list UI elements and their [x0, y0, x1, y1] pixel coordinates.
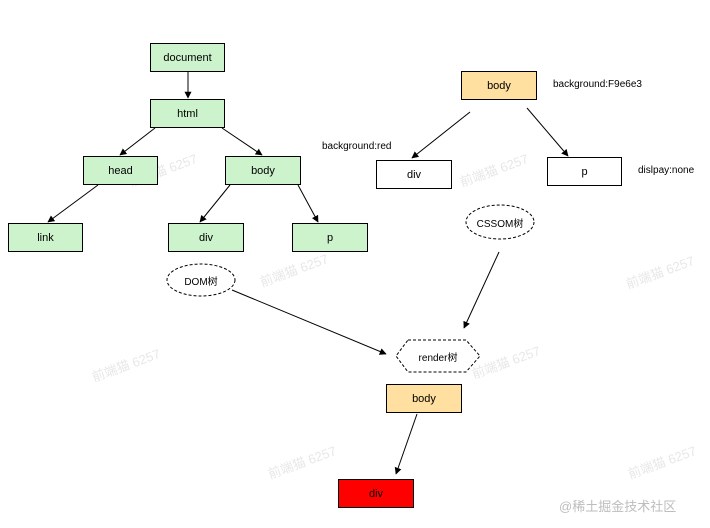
- cssom-div-style: background:red: [322, 141, 392, 152]
- cssom-node-body: body: [461, 71, 537, 100]
- dom-node-html: html: [150, 99, 225, 128]
- cssom-tree-label: CSSOM树: [476, 218, 524, 230]
- render-node-div: div: [338, 479, 414, 508]
- dom-tree-ellipse: [166, 263, 236, 297]
- cssom-node-p: p: [547, 157, 622, 186]
- edge-body-p: [297, 184, 319, 223]
- cssom-node-div: div: [376, 160, 452, 189]
- edge-cssom-body-div: [411, 111, 471, 159]
- render-tree-hexagon: [395, 339, 481, 373]
- edge-render-body-div: [394, 413, 418, 475]
- edge-cssom-body-p: [526, 107, 569, 157]
- edge-html-head: [119, 127, 156, 156]
- cssom-p-style: dislpay:none: [638, 165, 695, 176]
- dom-node-document: document: [150, 43, 225, 72]
- render-node-body: body: [386, 384, 462, 413]
- dom-node-p: p: [292, 223, 368, 252]
- footer-brand: @稀土掘金技术社区: [559, 499, 677, 514]
- edge-cssom-render: [463, 251, 500, 329]
- dom-tree-label: DOM树: [184, 276, 218, 288]
- edge-body-div: [199, 184, 231, 223]
- render-tree-label: render树: [418, 352, 458, 364]
- dom-node-link: link: [8, 223, 83, 252]
- edge-head-link: [47, 184, 99, 223]
- edge-html-body: [221, 127, 263, 156]
- edge-dom-render: [231, 289, 387, 355]
- dom-node-head: head: [83, 156, 158, 185]
- dom-node-body: body: [225, 156, 301, 185]
- dom-node-div: div: [168, 223, 244, 252]
- cssom-tree-ellipse: [465, 204, 535, 240]
- cssom-body-style: background:F9e6e3: [553, 79, 642, 90]
